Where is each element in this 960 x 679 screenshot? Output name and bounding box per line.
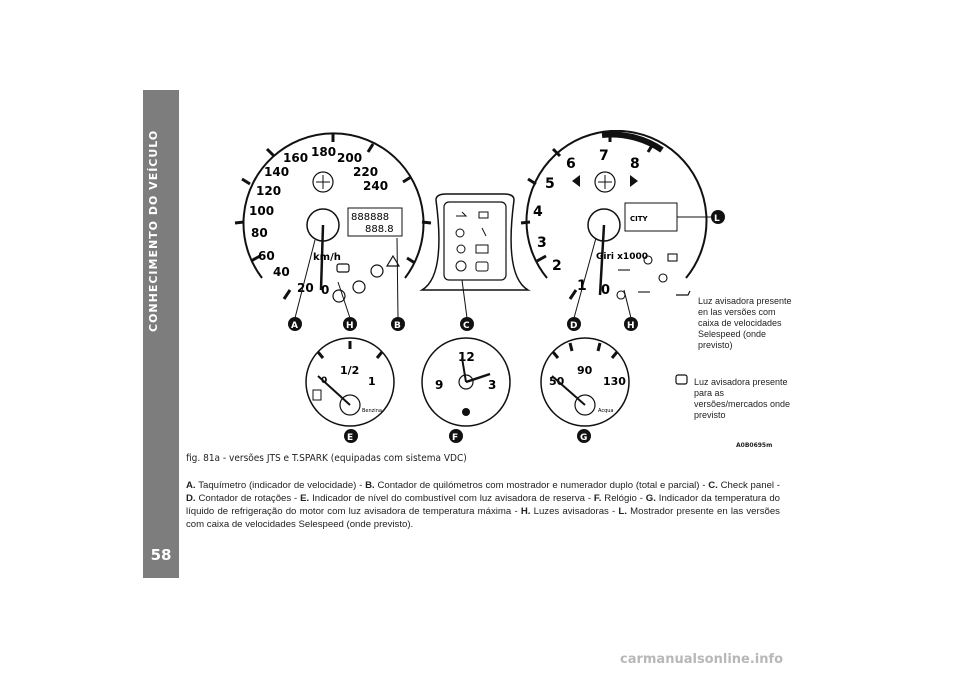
watermark: carmanualsonline.info bbox=[620, 652, 784, 667]
figure-code: A0B0695m bbox=[736, 442, 773, 449]
clock-three: 3 bbox=[488, 378, 496, 392]
clock-dot bbox=[462, 408, 470, 416]
clock-minute-hand bbox=[461, 357, 467, 383]
temp-high: 130 bbox=[603, 375, 626, 388]
callout-letter: F bbox=[452, 433, 458, 443]
callout-letter: L bbox=[714, 214, 720, 224]
speed-label: 40 bbox=[273, 265, 290, 279]
rpm-label: 4 bbox=[533, 204, 543, 220]
tachometer-needle bbox=[598, 224, 606, 296]
rpm-label: 8 bbox=[630, 156, 640, 172]
selespeed-icon bbox=[676, 290, 691, 296]
callout-markers: A H B C D H E F G L bbox=[288, 210, 725, 443]
speed-label: 60 bbox=[258, 249, 275, 263]
temp-needle bbox=[551, 375, 586, 406]
speed-label: 180 bbox=[311, 145, 336, 159]
callout-letter: D bbox=[570, 321, 577, 331]
text-c: Check panel - bbox=[717, 480, 780, 491]
chapter-sidebar: CONHECIMENTO DO VEÍCULO 58 bbox=[143, 90, 179, 578]
key-l: L. bbox=[618, 506, 627, 517]
callout-letter: C bbox=[463, 321, 470, 331]
callout-letter: A bbox=[291, 321, 298, 331]
speed-label: 240 bbox=[363, 179, 388, 193]
brand-logo-icon bbox=[312, 171, 334, 193]
speed-label: 160 bbox=[283, 151, 308, 165]
fuel-gauge: 1/2 1 0 Benzina bbox=[305, 337, 395, 427]
fuel-needle bbox=[317, 375, 351, 406]
tachometer-dial: 1 2 3 4 5 6 7 8 0 CITY Giri x1000 bbox=[520, 130, 708, 300]
market-note: Luz avisadora presente para as versões/m… bbox=[694, 377, 791, 420]
fuel-pump-icon bbox=[312, 389, 322, 401]
callout-letter: E bbox=[347, 433, 353, 443]
text-l: Mostrador presente en las versões com ca… bbox=[186, 506, 780, 530]
door-icon bbox=[675, 374, 688, 385]
odometer-trip: 888.8 bbox=[365, 224, 394, 235]
clock-gauge: 12 3 9 bbox=[421, 337, 511, 427]
arrows-icon bbox=[572, 175, 638, 187]
speed-label: 120 bbox=[256, 184, 281, 198]
text-a: Taquímetro (indicador de velocidade) - bbox=[195, 480, 366, 491]
temp-mid: 90 bbox=[577, 364, 593, 377]
speed-label: 220 bbox=[353, 165, 378, 179]
brand-logo-icon bbox=[594, 171, 616, 193]
key-h: H. bbox=[520, 506, 531, 517]
legend-paragraph: A. Taquímetro (indicador de velocidade) … bbox=[186, 479, 780, 531]
key-g: G. bbox=[645, 493, 656, 504]
city-label: CITY bbox=[630, 215, 649, 223]
callout-letter: H bbox=[627, 321, 635, 331]
page-number: 58 bbox=[150, 546, 172, 564]
key-e: E. bbox=[300, 493, 310, 504]
rpm-label: 3 bbox=[537, 235, 547, 251]
speedometer-dial: 20 40 60 80 100 120 140 160 180 200 220 … bbox=[234, 132, 432, 303]
callout-leaders bbox=[294, 216, 712, 319]
instrument-panel-figure: 20 40 60 80 100 120 140 160 180 200 220 … bbox=[234, 130, 725, 443]
check-panel bbox=[419, 193, 531, 291]
speed-label: 100 bbox=[249, 204, 274, 218]
clock-nine: 9 bbox=[435, 378, 443, 392]
rpm-label: 6 bbox=[566, 156, 576, 172]
rpm-label: 5 bbox=[545, 176, 555, 192]
key-a: A. bbox=[186, 480, 196, 491]
clock-hour-hand bbox=[465, 372, 491, 384]
text-d: Contador de rotações - bbox=[195, 493, 301, 504]
temp-label: Acqua bbox=[598, 408, 614, 414]
speed-label: 140 bbox=[264, 165, 289, 179]
text-e: Indicador de nível do combustível com lu… bbox=[309, 493, 594, 504]
callout-letter: G bbox=[580, 433, 587, 443]
warning-icons bbox=[332, 254, 401, 303]
speed-unit: km/h bbox=[313, 252, 341, 263]
rpm-unit: Giri x1000 bbox=[596, 252, 648, 262]
rpm-label: 2 bbox=[552, 258, 562, 274]
fuel-full: 1 bbox=[368, 375, 376, 388]
speed-label: 200 bbox=[337, 151, 362, 165]
city-display bbox=[624, 202, 678, 232]
text-g: Indicador da temperatura do líquido de r… bbox=[186, 493, 780, 517]
key-b: B. bbox=[365, 480, 375, 491]
temperature-gauge: 50 90 130 Acqua bbox=[540, 337, 630, 427]
chapter-title: CONHECIMENTO DO VEÍCULO bbox=[147, 130, 160, 333]
key-f: F. bbox=[593, 493, 602, 504]
odometer-display bbox=[347, 207, 403, 237]
text-f: Relógio - bbox=[601, 493, 646, 504]
key-c: C. bbox=[708, 480, 718, 491]
fuel-label: Benzina bbox=[362, 408, 382, 414]
rpm-zero-label: 0 bbox=[601, 283, 610, 298]
clock-twelve: 12 bbox=[458, 350, 475, 364]
speed-zero-label: 0 bbox=[321, 283, 329, 297]
callout-letter: H bbox=[346, 321, 354, 331]
fuel-half: 1/2 bbox=[340, 364, 359, 377]
selespeed-note: Luz avisadora presente en las versões co… bbox=[698, 296, 792, 350]
key-d: D. bbox=[186, 493, 196, 504]
figure-caption: fig. 81a - versões JTS e T.SPARK (equipa… bbox=[186, 453, 467, 464]
speed-label: 80 bbox=[251, 226, 268, 240]
callout-letter: B bbox=[394, 321, 401, 331]
odometer-total: 888888 bbox=[351, 212, 389, 223]
rpm-label: 7 bbox=[599, 148, 609, 164]
text-h: Luzes avisadoras - bbox=[530, 506, 619, 517]
rpm-label: 1 bbox=[577, 278, 587, 294]
speed-label: 20 bbox=[297, 281, 314, 295]
text-b: Contador de quilómetros com mostrador e … bbox=[374, 480, 709, 491]
speedometer-needle bbox=[319, 224, 325, 291]
check-panel-icons bbox=[455, 211, 489, 272]
